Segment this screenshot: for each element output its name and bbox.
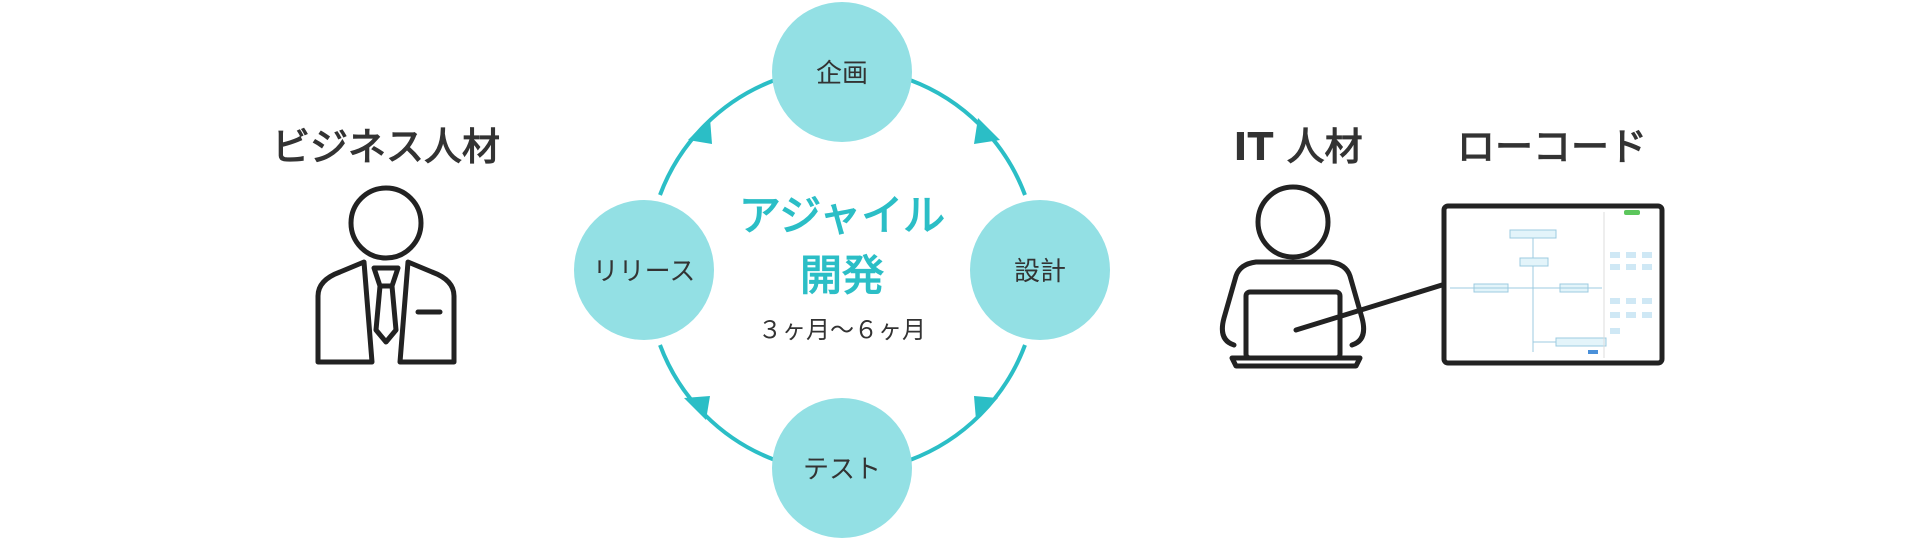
businessman-icon [315,185,457,365]
stage-test: テスト [772,398,912,538]
lowcode-editor-screen-icon [1441,203,1665,366]
arrow-design-to-test [909,344,1027,462]
stage-plan-label: 企画 [816,59,868,89]
center-title-line2: 開発 [800,251,885,300]
arrow-release-to-plan [658,78,776,196]
stage-release-label: リリース [593,257,696,287]
connector-line [1293,282,1445,333]
cycle-arrowheads [684,118,1000,420]
center-duration: ３ヶ月〜６ヶ月 [758,316,926,344]
business-title: ビジネス人材 [272,125,500,169]
developer-with-laptop-icon [1219,184,1367,369]
stage-design-label: 設計 [1014,257,1066,287]
stage-plan: 企画 [772,2,912,142]
arrowhead-4-icon [688,118,712,144]
stage-test-label: テスト [803,455,881,485]
arrowhead-2-icon [974,396,998,420]
arrowhead-1-icon [974,118,1000,144]
stage-design: 設計 [970,200,1110,340]
center-title-line1: アジャイル [739,191,945,240]
arrow-plan-to-design [909,78,1027,196]
arrow-test-to-release [658,344,776,462]
stage-release: リリース [574,200,714,340]
it-title: IT 人材 [1233,125,1362,169]
lowcode-title: ローコード [1457,125,1647,169]
arrowhead-3-icon [684,396,710,420]
